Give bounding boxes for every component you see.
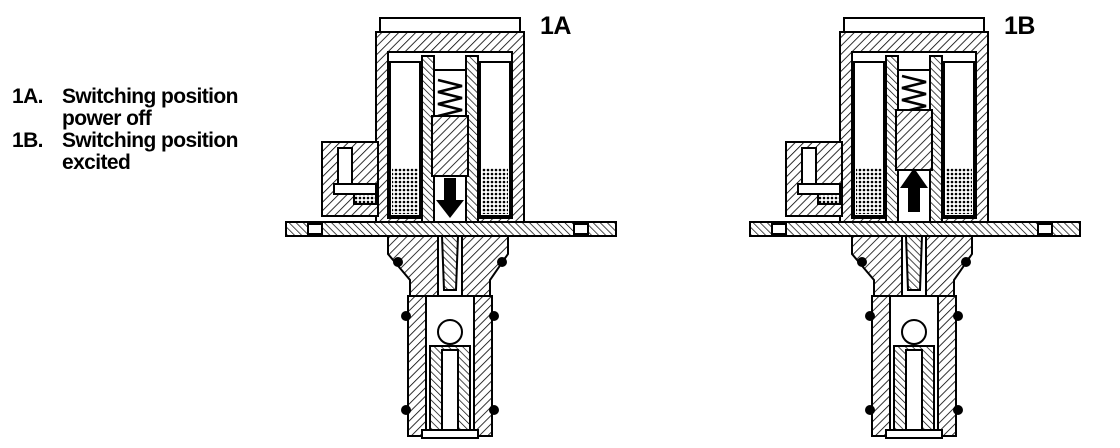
coil-winding-left: [392, 168, 418, 214]
o-ring: [489, 405, 499, 415]
check-ball: [437, 319, 463, 345]
legend-text-line: Switching position: [62, 129, 238, 152]
legend-key: 1B.: [12, 129, 43, 152]
figure-label-1b: 1B: [1004, 12, 1035, 40]
flange-hole-left: [771, 223, 787, 235]
cartridge-tip: [421, 429, 479, 439]
legend-text-line: power off: [62, 107, 152, 130]
o-ring: [401, 405, 411, 415]
o-ring: [393, 257, 403, 267]
o-ring: [953, 311, 963, 321]
cartridge-passage: [441, 349, 459, 433]
armature: [895, 109, 933, 171]
o-ring: [953, 405, 963, 415]
o-ring: [497, 257, 507, 267]
o-ring: [865, 405, 875, 415]
push-rod: [904, 235, 924, 291]
arrow-down-icon: [436, 178, 464, 218]
legend-text-line: excited: [62, 151, 131, 174]
solenoid-valve-1a: [285, 17, 617, 439]
figure-label-1a: 1A: [540, 12, 571, 40]
coil-winding-right: [482, 168, 508, 214]
cartridge-passage: [905, 349, 923, 433]
legend-text-line: Switching position: [62, 85, 238, 108]
check-ball: [901, 319, 927, 345]
solenoid-valve-1b: [749, 17, 1081, 439]
connector-terminal: [817, 193, 841, 205]
connector-terminal: [353, 193, 377, 205]
legend-key: 1A.: [12, 85, 43, 108]
flange-hole-right: [573, 223, 589, 235]
o-ring: [865, 311, 875, 321]
o-ring: [857, 257, 867, 267]
connector-lead: [797, 183, 841, 195]
o-ring: [401, 311, 411, 321]
mounting-flange: [285, 221, 617, 237]
arrow-up-icon: [900, 168, 928, 212]
mounting-flange: [749, 221, 1081, 237]
o-ring: [489, 311, 499, 321]
top-cap: [843, 17, 985, 33]
cartridge-tip: [885, 429, 943, 439]
legend-item-1b: 1B. Switching position excited: [12, 130, 282, 174]
push-rod: [440, 235, 460, 291]
flange-hole-left: [307, 223, 323, 235]
connector-lead: [333, 183, 377, 195]
top-cap: [379, 17, 521, 33]
flange-hole-right: [1037, 223, 1053, 235]
legend: 1A. Switching position power off 1B. Swi…: [12, 86, 282, 174]
o-ring: [961, 257, 971, 267]
legend-item-1a: 1A. Switching position power off: [12, 86, 282, 130]
coil-winding-left: [856, 168, 882, 214]
coil-winding-right: [946, 168, 972, 214]
armature: [431, 115, 469, 177]
